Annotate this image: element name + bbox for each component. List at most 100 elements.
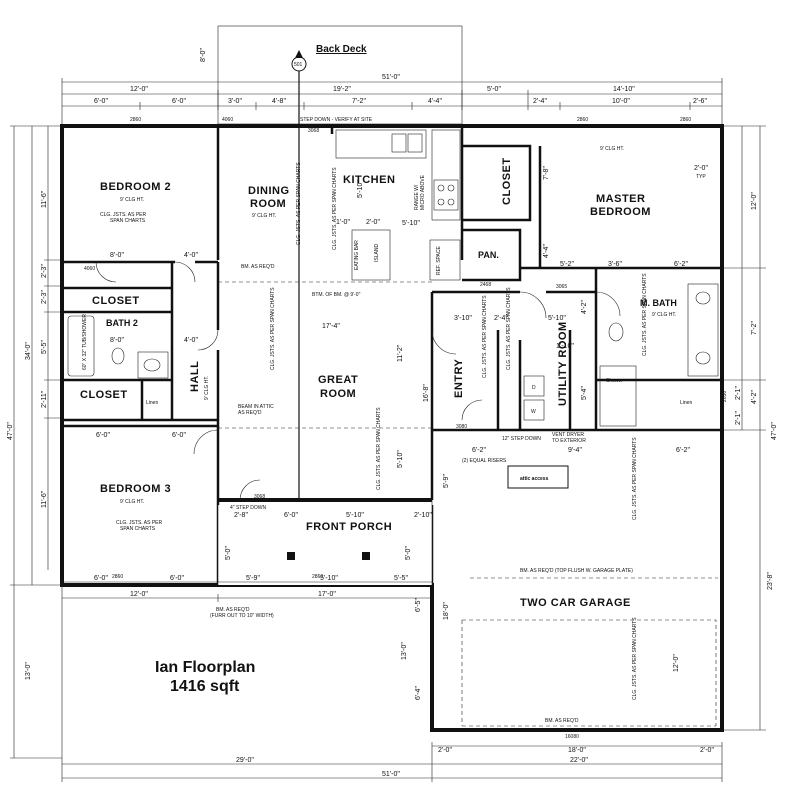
mbath-clg: 9' CLG HT. [652, 312, 676, 318]
dining-name1: DINING [248, 185, 290, 197]
kitchen-side-counter [431, 129, 461, 221]
range [433, 179, 459, 211]
dim-int: 2'-0" [694, 165, 708, 172]
sink-icon [695, 351, 711, 365]
closet2-name: CLOSET [80, 389, 128, 401]
kitchen-counter [335, 129, 427, 159]
range-note: RANGE W/ [414, 184, 420, 210]
dim-right-d: 2'-1" [735, 386, 742, 400]
dim-right-f: 2'-1" [735, 411, 742, 425]
vent-dryer-note1: VENT DRYER [552, 432, 584, 438]
bedroom3-jsts2: SPAN CHARTS [120, 526, 156, 532]
kitchen-sink [407, 133, 423, 153]
dim-left-d: 5'-5" [41, 340, 48, 354]
garage-beam-note: BM. AS REQ'D (TOP FLUSH W. GARAGE PLATE) [520, 568, 633, 574]
dim-bottom-p4: 5'-10" [320, 575, 338, 582]
window-tag: 3080 [456, 424, 467, 430]
dim-int: 3'-10" [454, 315, 472, 322]
attic-access [507, 465, 569, 489]
plan-area: 1416 sqft [170, 678, 240, 695]
porch-post [287, 552, 295, 560]
dim-left-a: 11'-6" [41, 190, 48, 208]
dim-int: 5'-9" [443, 474, 450, 488]
kitchen-sink [391, 133, 407, 153]
bathtub [67, 315, 95, 377]
bottom-dimensions [61, 578, 723, 782]
pantry-name: PAN. [478, 250, 499, 260]
dim-top-h: 4'-8" [272, 98, 286, 105]
bedroom3-name: BEDROOM 3 [100, 483, 171, 495]
dim-left-c: 2'-3" [41, 290, 48, 304]
window-tag: 2860 [680, 117, 691, 123]
dim-bottom-p1: 6'-0" [94, 575, 108, 582]
dim-bottom-p2: 6'-0" [170, 575, 184, 582]
dim-bottom-garage-b: 18'-0" [568, 747, 586, 754]
window-tag: 2860 [130, 117, 141, 123]
dim-left-overall: 47'-0" [7, 422, 14, 440]
vanity [137, 351, 169, 379]
dim-int: 2'-4" [494, 315, 508, 322]
dim-int: 17'-4" [322, 323, 340, 330]
dim-int: 5'-0" [405, 546, 412, 560]
dim-right-e: 4'-2" [751, 390, 758, 404]
dim-int: 6'-0" [96, 432, 110, 439]
shower [599, 365, 637, 427]
step-down-site-note: STEP DOWN - VERIFY AT SITE [300, 117, 373, 123]
master-clg: 9' CLG HT. [600, 146, 624, 152]
dim-int: 6'-2" [472, 447, 486, 454]
window-tag: 2860 [112, 574, 123, 580]
bedroom3-clg: 9' CLG HT. [120, 499, 144, 505]
dim-int: 5'-10" [548, 315, 566, 322]
top-dimensions [61, 78, 723, 126]
dim-int: 12'-0" [673, 654, 680, 672]
dim-left-house: 34'-0" [25, 342, 32, 360]
dim-top-k: 2'-4" [533, 98, 547, 105]
dim-top-b: 19'-2" [333, 86, 351, 93]
dim-int: 6'-2" [674, 261, 688, 268]
dim-int: 5'-10" [397, 450, 404, 468]
window-tag: 3068 [254, 494, 265, 500]
tub-shower-note: 60" X 32" TUB/SHOWER [82, 314, 88, 370]
dim-int: 2'-0" [366, 219, 380, 226]
mbath-name: M. BATH [640, 298, 677, 308]
window-tag: 3068 [308, 128, 319, 134]
dim-top-c: 5'-0" [487, 86, 501, 93]
bath2-name: BATH 2 [106, 318, 138, 328]
dim-top-i: 7'-2" [352, 98, 366, 105]
garage-jsts: CLG. JSTS. AS PER SPAN CHARTS [632, 437, 638, 520]
dim-bottom-p5: 5'-5" [394, 575, 408, 582]
left-dimensions [10, 125, 62, 759]
dim-int: 6'-4" [415, 686, 422, 700]
dim-top-d: 14'-10" [613, 86, 635, 93]
dim-top-a: 12'-0" [130, 86, 148, 93]
back-deck-label: Back Deck [316, 44, 367, 55]
dining-clg: 9' CLG HT. [252, 213, 276, 219]
burner-icon [437, 184, 445, 192]
bm-as-reqd-note: BM. AS REQ'D [241, 264, 275, 270]
dim-int: 5'-10" [346, 512, 364, 519]
great-name2: ROOM [320, 388, 356, 400]
eating-bar-note: EATING BAR [354, 240, 360, 270]
bedroom3-jsts: CLG. JSTS. AS PER [116, 520, 163, 526]
dim-top-l: 10'-0" [612, 98, 630, 105]
typ-note: TYP [696, 174, 706, 180]
dim-int: 4'-0" [184, 252, 198, 259]
step-down-12-note: 12" STEP DOWN [502, 436, 541, 442]
dim-top-m: 2'-6" [693, 98, 707, 105]
beam-attic-note1: BEAM IN ATTIC [238, 404, 274, 410]
island-note: ISLAND [374, 244, 380, 262]
window-tag: 2050 [722, 391, 728, 402]
sink-icon [143, 358, 161, 372]
dim-int: 1'-0" [336, 219, 350, 226]
bm-furr-note2: (FURR OUT TO 10" WIDTH) [210, 613, 274, 619]
hall-name: HALL [189, 361, 201, 392]
great-jsts-lower: CLG. JSTS. AS PER SPAN CHARTS [376, 407, 382, 490]
porch-post [362, 552, 370, 560]
dim-int: 1'-10" [556, 343, 574, 350]
dim-int: 7'-8" [543, 166, 550, 180]
garage-bm-note: BM. AS REQ'D [545, 718, 579, 724]
dim-right-overall: 47'-0" [771, 422, 778, 440]
beam-line [462, 619, 717, 726]
utility-name: UTILITY ROOM [557, 321, 569, 406]
